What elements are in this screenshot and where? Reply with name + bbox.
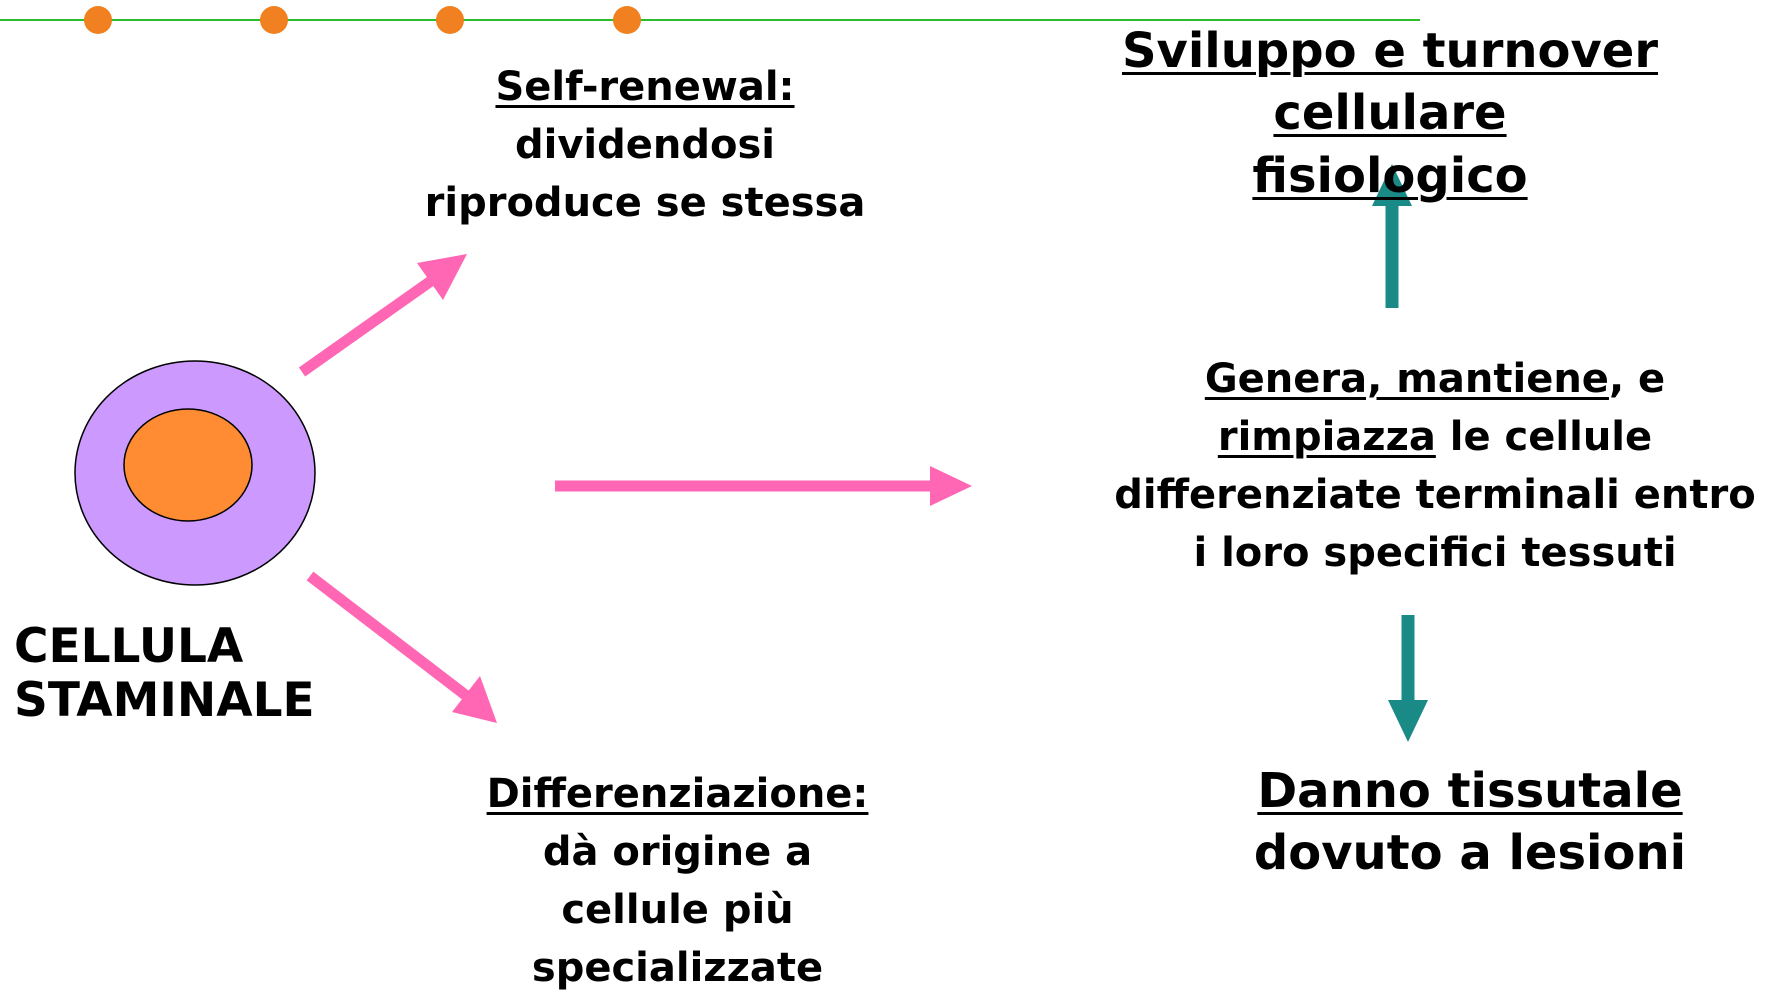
arrow-self-renewal — [298, 254, 467, 377]
arrow-differentiation — [306, 571, 497, 723]
center-text: Genera, mantiene, e rimpiazza le cellule… — [1090, 350, 1780, 582]
differentiation-line2: cellule più — [561, 887, 794, 933]
top-right-line2: fisiologico — [1252, 147, 1528, 204]
header-dot — [613, 6, 641, 34]
differentiation-line3: specializzate — [531, 945, 824, 991]
bottom-right-line2: dovuto a lesioni — [1253, 825, 1687, 882]
stem-cell-label-line1: CELLULA — [14, 619, 244, 674]
top-right-line1: Sviluppo e turnover cellulare — [1121, 23, 1659, 142]
center-text-underlined-2: rimpiazza — [1217, 414, 1436, 460]
stem-cell-label: CELLULA STAMINALE — [14, 619, 315, 729]
bottom-right-line1: Danno tissutale — [1257, 763, 1683, 819]
center-text-line4: i loro specifici tessuti — [1193, 530, 1677, 576]
arrow-down-teal — [1388, 615, 1428, 742]
self-renewal-title: Self-renewal: — [495, 64, 795, 110]
center-text-plain-2: le cellule — [1435, 414, 1653, 460]
arrow-up-teal — [1372, 164, 1412, 308]
stem-cell-nucleus — [123, 408, 253, 522]
header-dot — [260, 6, 288, 34]
center-text-underlined-1: Genera, mantiene — [1204, 356, 1609, 402]
center-text-line3: differenziate terminali entro — [1114, 472, 1756, 518]
differentiation-title: Differenziazione: — [486, 771, 869, 817]
self-renewal-line2: riproduce se stessa — [424, 180, 866, 226]
differentiation-line1: dà origine a — [542, 829, 813, 875]
arrow-to-center — [555, 466, 972, 506]
stem-cell-label-line2: STAMINALE — [14, 673, 315, 729]
differentiation-text: Differenziazione: dà origine a cellule p… — [410, 765, 945, 997]
center-text-plain-1: , e — [1608, 356, 1666, 402]
bottom-right-text: Danno tissutale dovuto a lesioni — [1190, 760, 1750, 885]
header-dot — [84, 6, 112, 34]
header-dot — [436, 6, 464, 34]
self-renewal-line1: dividendosi — [515, 122, 775, 168]
self-renewal-text: Self-renewal: dividendosi riproduce se s… — [380, 58, 910, 232]
top-right-text: Sviluppo e turnover cellulare fisiologic… — [1010, 20, 1770, 207]
